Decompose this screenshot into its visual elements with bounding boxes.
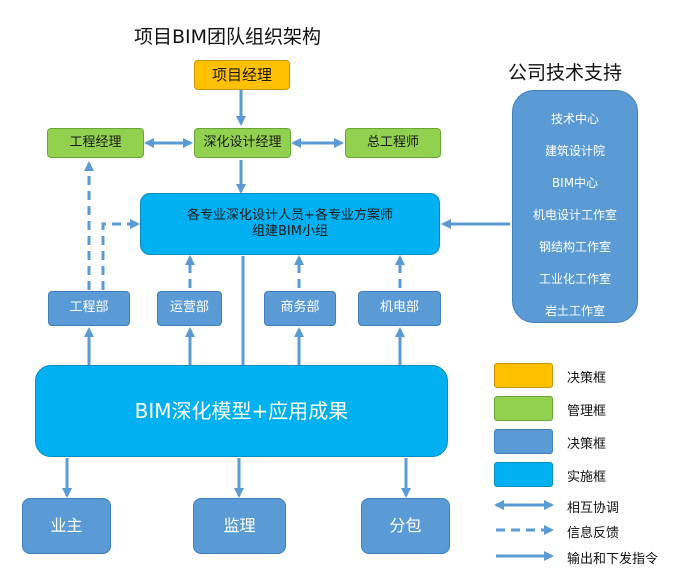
- legend-swatch-department: [494, 429, 553, 454]
- legend-label-output: 输出和下发指令: [567, 552, 659, 567]
- legend-label-feedback: 信息反馈: [567, 526, 620, 541]
- legend-label-decision: 决策框: [567, 371, 607, 386]
- engineering-manager-box: 工程经理: [47, 128, 144, 158]
- support-item: 岩土工作室: [544, 304, 605, 318]
- legend-swatch-implementation: [494, 462, 553, 487]
- support-item: 钢结构工作室: [538, 240, 611, 254]
- support-title: 公司技术支持: [508, 62, 623, 84]
- bim-result-box: BIM深化模型+应用成果: [35, 365, 448, 457]
- support-panel: 技术中心建筑设计院 BIM中心机电设计工作室钢结构工作室工业化工作室岩土工作室: [512, 90, 638, 323]
- supervision-box: 监理: [193, 498, 286, 554]
- subcontract-box: 分包: [361, 498, 450, 554]
- legend-swatch-management: [494, 396, 553, 421]
- support-item: BIM中心: [551, 176, 599, 190]
- dept-mep-box: 机电部: [358, 291, 441, 326]
- arrow-eng-dept-to-center-feedback: [101, 219, 140, 290]
- bim-team-box: 各专业深化设计人员+各专业方案师 组建BIM小组: [140, 193, 440, 255]
- bim-team-line2: 组建BIM小组: [252, 224, 328, 239]
- owner-box: 业主: [22, 498, 111, 554]
- diagram-title: 项目BIM团队组织架构: [134, 26, 322, 48]
- support-item: 建筑设计院: [544, 144, 605, 158]
- legend-label-coordination: 相互协调: [567, 501, 620, 516]
- support-item: 机电设计工作室: [532, 208, 617, 222]
- dept-business-box: 商务部: [264, 291, 336, 326]
- dept-engineering-box: 工程部: [48, 291, 130, 326]
- support-item-list: 技术中心建筑设计院 BIM中心机电设计工作室钢结构工作室工业化工作室岩土工作室: [513, 103, 637, 327]
- bim-team-line1: 各专业深化设计人员+各专业方案师: [187, 207, 393, 223]
- legend-label-department: 决策框: [567, 437, 607, 452]
- dept-operations-box: 运营部: [157, 291, 222, 326]
- project-manager-box: 项目经理: [194, 60, 290, 90]
- support-item: 技术中心: [550, 112, 599, 126]
- legend-label-management: 管理框: [567, 404, 607, 419]
- support-item: 工业化工作室: [538, 272, 611, 286]
- deep-design-manager-box: 深化设计经理: [194, 128, 291, 158]
- legend-label-implementation: 实施框: [567, 470, 607, 485]
- legend-swatch-decision: [494, 363, 553, 388]
- chief-engineer-box: 总工程师: [345, 128, 441, 158]
